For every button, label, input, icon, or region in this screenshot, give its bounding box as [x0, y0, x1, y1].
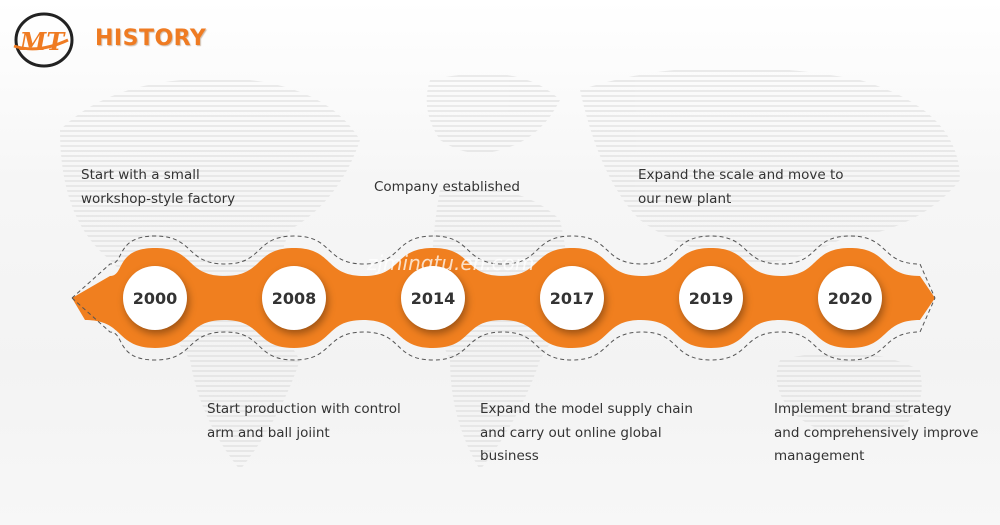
milestone-year-2017: 2017	[540, 266, 604, 330]
timeline-dashed-outline-bottom	[71, 297, 936, 361]
logo-lettering: MT	[19, 27, 67, 56]
milestone-year-2008: 2008	[262, 266, 326, 330]
company-logo: MT	[13, 12, 74, 68]
milestone-year-2020: 2020	[818, 266, 882, 330]
milestone-description-2000: Start with a small workshop-style factor…	[81, 167, 236, 207]
milestone-description-2020: Implement brand strategy and comprehensi…	[774, 401, 979, 464]
milestone-year-2014: 2014	[401, 266, 465, 330]
milestone-year-2000: 2000	[123, 266, 187, 330]
milestone-description-2014: Company established	[374, 179, 520, 195]
page-title: HISTORY	[95, 26, 207, 51]
milestone-description-2019: Expand the scale and move to our new pla…	[638, 167, 844, 207]
milestone-description-2017: Expand the model supply chain and carry …	[480, 401, 693, 464]
milestone-year-2019: 2019	[679, 266, 743, 330]
timeline-dashed-outline-top	[71, 235, 936, 299]
watermark: zjmingtu.en.com	[367, 251, 535, 275]
milestone-description-2008: Start production with control arm and ba…	[207, 401, 401, 441]
